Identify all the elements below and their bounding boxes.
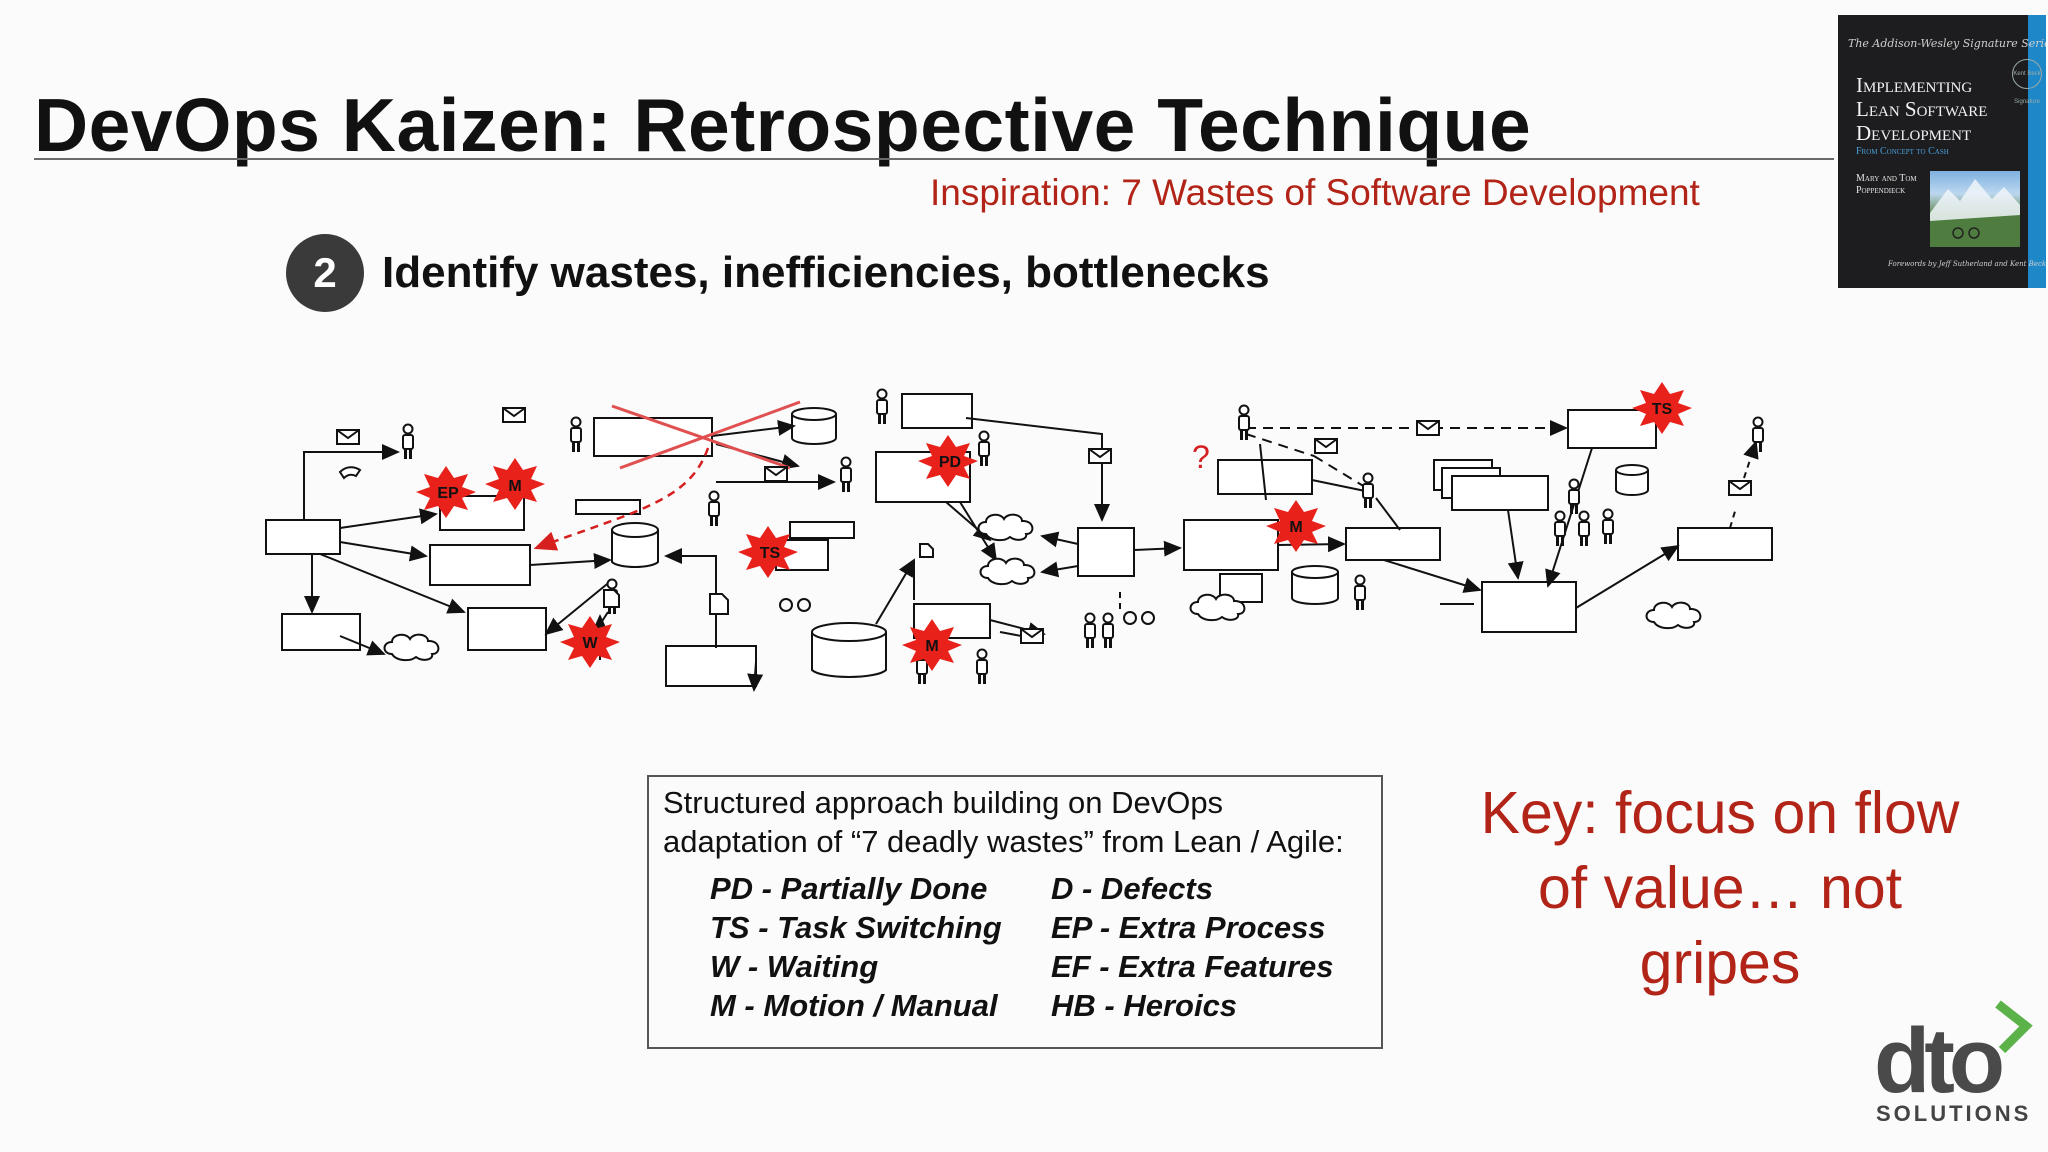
waste-item: EP - Extra Process xyxy=(1051,908,1334,947)
waste-tag-pd: PD xyxy=(939,454,961,471)
waste-tag-w: W xyxy=(582,635,598,652)
waste-tag-m: M xyxy=(508,478,521,495)
waste-item: HB - Heroics xyxy=(1051,986,1334,1025)
waste-item: D - Defects xyxy=(1051,869,1334,908)
waste-item: W - Waiting xyxy=(710,947,1002,986)
logo-chevron-icon xyxy=(1998,1004,2026,1050)
waste-item: TS - Task Switching xyxy=(710,908,1002,947)
waste-item: EF - Extra Features xyxy=(1051,947,1334,986)
key-message: Key: focus on flow of value… not gripes xyxy=(1440,776,2000,1001)
waste-tag-m: M xyxy=(1289,519,1302,536)
key-line: of value… not xyxy=(1440,851,2000,926)
wastes-legend-box: Structured approach building on DevOps a… xyxy=(647,775,1383,1049)
wastes-right-column: D - Defects EP - Extra Process EF - Extr… xyxy=(1051,869,1334,1025)
wastes-left-column: PD - Partially Done TS - Task Switching … xyxy=(710,869,1002,1025)
waste-item: M - Motion / Manual xyxy=(710,986,1002,1025)
wastes-intro-line: Structured approach building on DevOps xyxy=(663,783,1378,822)
waste-tag-ep: EP xyxy=(437,485,459,502)
waste-tag-m: M xyxy=(925,638,938,655)
question-mark: ? xyxy=(1192,439,1210,475)
key-line: gripes xyxy=(1440,926,2000,1001)
wastes-intro: Structured approach building on DevOps a… xyxy=(663,783,1378,861)
waste-tag-ts: TS xyxy=(1652,401,1673,418)
waste-tag-ts: TS xyxy=(760,545,781,562)
key-line: Key: focus on flow xyxy=(1440,776,2000,851)
waste-item: PD - Partially Done xyxy=(710,869,1002,908)
logo-mark: dto xyxy=(1874,1010,2002,1100)
wastes-intro-line: adaptation of “7 deadly wastes” from Lea… xyxy=(663,822,1378,861)
dto-logo: dto xyxy=(1870,1000,2040,1100)
logo-wordmark: SOLUTIONS xyxy=(1876,1101,2006,1127)
